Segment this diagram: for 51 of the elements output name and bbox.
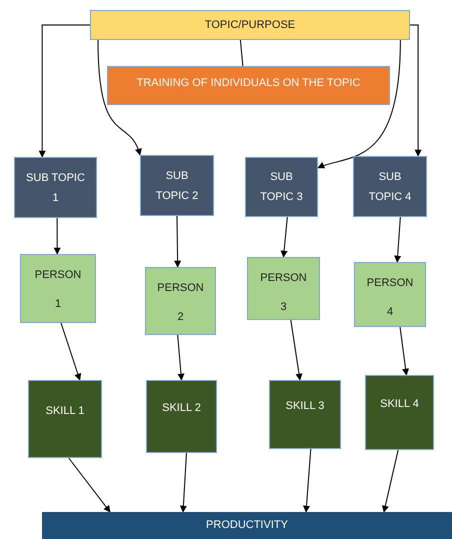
arrow [98, 40, 142, 156]
skill-box [269, 380, 341, 449]
node-label: PERSON [366, 276, 414, 291]
node-label: 1 [54, 296, 62, 312]
arrow [68, 458, 111, 513]
node-label: 4 [386, 304, 394, 320]
arrow [280, 216, 288, 258]
arrow [382, 450, 399, 513]
skill-box [146, 380, 217, 453]
arrow [303, 448, 312, 513]
node-label: PRODUCTIVITY [206, 518, 288, 534]
skill-box [365, 375, 434, 450]
node-label: SUB TOPIC 3 [259, 170, 304, 205]
node-label: TOPIC/PURPOSE [204, 18, 296, 33]
arrow [290, 320, 302, 381]
node-label: PERSON [260, 271, 307, 286]
node-label: SUB TOPIC 1 [25, 170, 86, 206]
arrow [394, 216, 402, 263]
arrow [410, 24, 422, 157]
training-box [107, 66, 390, 105]
person-box [145, 267, 216, 335]
productivity-bar [42, 512, 452, 539]
arrow [317, 40, 401, 169]
arrow [54, 218, 61, 255]
arrow [177, 334, 184, 381]
node-label: SUB TOPIC 2 [154, 168, 200, 204]
arrow [60, 322, 82, 381]
person-box [354, 262, 426, 327]
arrow [400, 326, 410, 376]
subtopic-box [14, 157, 97, 218]
person-box [20, 254, 96, 323]
node-label: SUB TOPIC 4 [368, 170, 412, 204]
node-label: SKILL 2 [162, 401, 201, 416]
node-label: SKILL 1 [46, 404, 84, 419]
subtopic-box [140, 155, 214, 216]
arrow [174, 216, 182, 268]
node-label: PERSON [34, 268, 82, 283]
arrow [38, 24, 90, 158]
connector-line [240, 40, 244, 66]
arrow [180, 452, 187, 513]
node-label: 2 [177, 310, 184, 324]
node-label: SKILL 3 [286, 399, 324, 414]
node-label: 3 [280, 300, 287, 314]
node-label: TRAINING OF INDIVIDUALS ON THE TOPIC [136, 76, 360, 91]
node-label: SKILL 4 [380, 397, 419, 412]
subtopic-box [245, 157, 318, 217]
person-box [247, 257, 320, 320]
skill-box [28, 380, 102, 458]
topic-box [90, 10, 410, 40]
node-label: PERSON [157, 281, 204, 296]
subtopic-box [353, 156, 427, 217]
